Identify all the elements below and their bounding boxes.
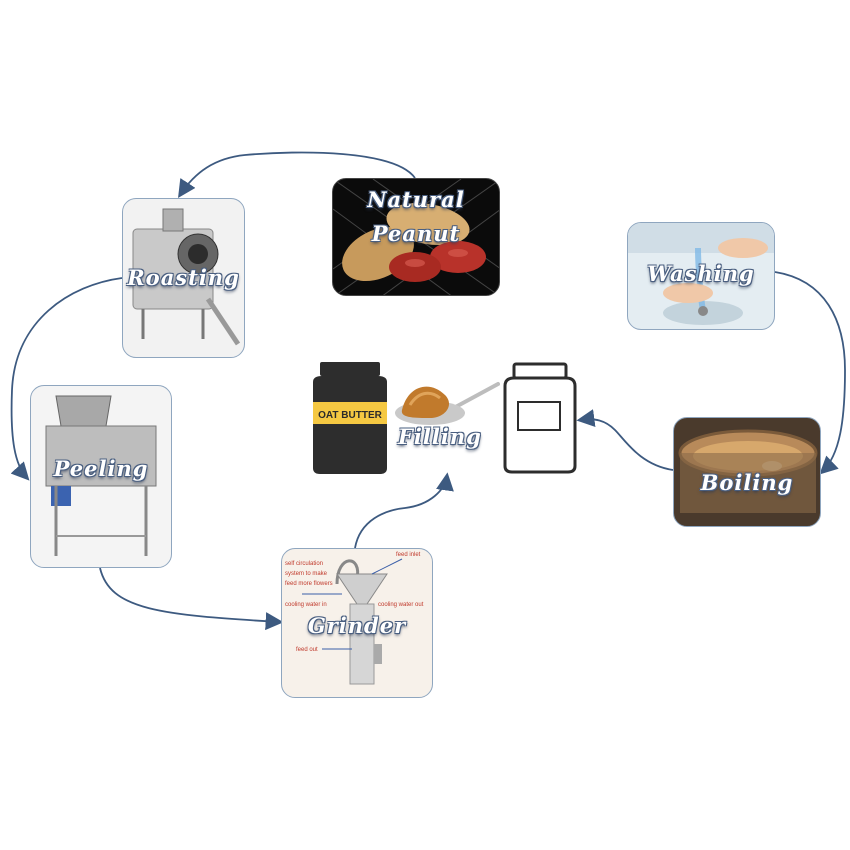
annotation-feed-more: feed more flowers	[285, 581, 333, 587]
annotation-feed-inlet: feed inlet	[396, 552, 421, 558]
jar-label-text: OAT BUTTER	[318, 410, 382, 421]
washing-card: Washing	[627, 222, 775, 330]
annotation-cooling-water-in: cooling water in	[285, 602, 327, 608]
washing-image	[628, 223, 774, 325]
arrow-peeling-to-grinder	[99, 567, 284, 631]
arrow-washing-to-boiling	[774, 271, 846, 475]
peeling-card: Peeling	[30, 385, 172, 568]
peeling-machine-image	[45, 395, 157, 556]
arrow-boiling-to-jar	[576, 409, 674, 471]
spoon-icon	[395, 382, 500, 425]
grinder-label: Grinder	[307, 613, 407, 638]
natural-peanut-label-line1: Natural	[367, 187, 465, 212]
natural-peanut-card: Natural Peanut	[332, 178, 500, 296]
arrow-roasting-to-peeling	[10, 277, 123, 481]
filling-label: Filling	[398, 424, 482, 449]
boiling-label: Boiling	[700, 470, 794, 495]
grinder-machine-image	[302, 558, 403, 685]
roasting-label: Roasting	[127, 265, 240, 290]
washing-label: Washing	[647, 261, 755, 286]
annotation-self-circulation: self circulation	[285, 561, 324, 567]
annotation-feed-out: feed out	[296, 647, 318, 653]
roasting-machine-image	[132, 208, 241, 346]
arrow-peanut-to-roasting	[178, 151, 416, 199]
boiling-card: Boiling	[673, 417, 821, 527]
roasting-card: Roasting	[122, 198, 245, 358]
empty-jar-icon	[503, 362, 577, 474]
peeling-label: Peeling	[53, 456, 149, 481]
boiling-pot-image	[678, 429, 818, 513]
annotation-cooling-water-out: cooling water out	[378, 602, 424, 608]
natural-peanut-label-line2: Peanut	[371, 221, 461, 246]
arrow-grinder-to-filling	[354, 472, 454, 549]
peanut-image	[333, 179, 499, 295]
filled-jar-icon	[313, 362, 387, 474]
grinder-card: self circulation system to make feed mor…	[281, 548, 433, 698]
annotation-system-to-make: system to make	[285, 571, 328, 577]
